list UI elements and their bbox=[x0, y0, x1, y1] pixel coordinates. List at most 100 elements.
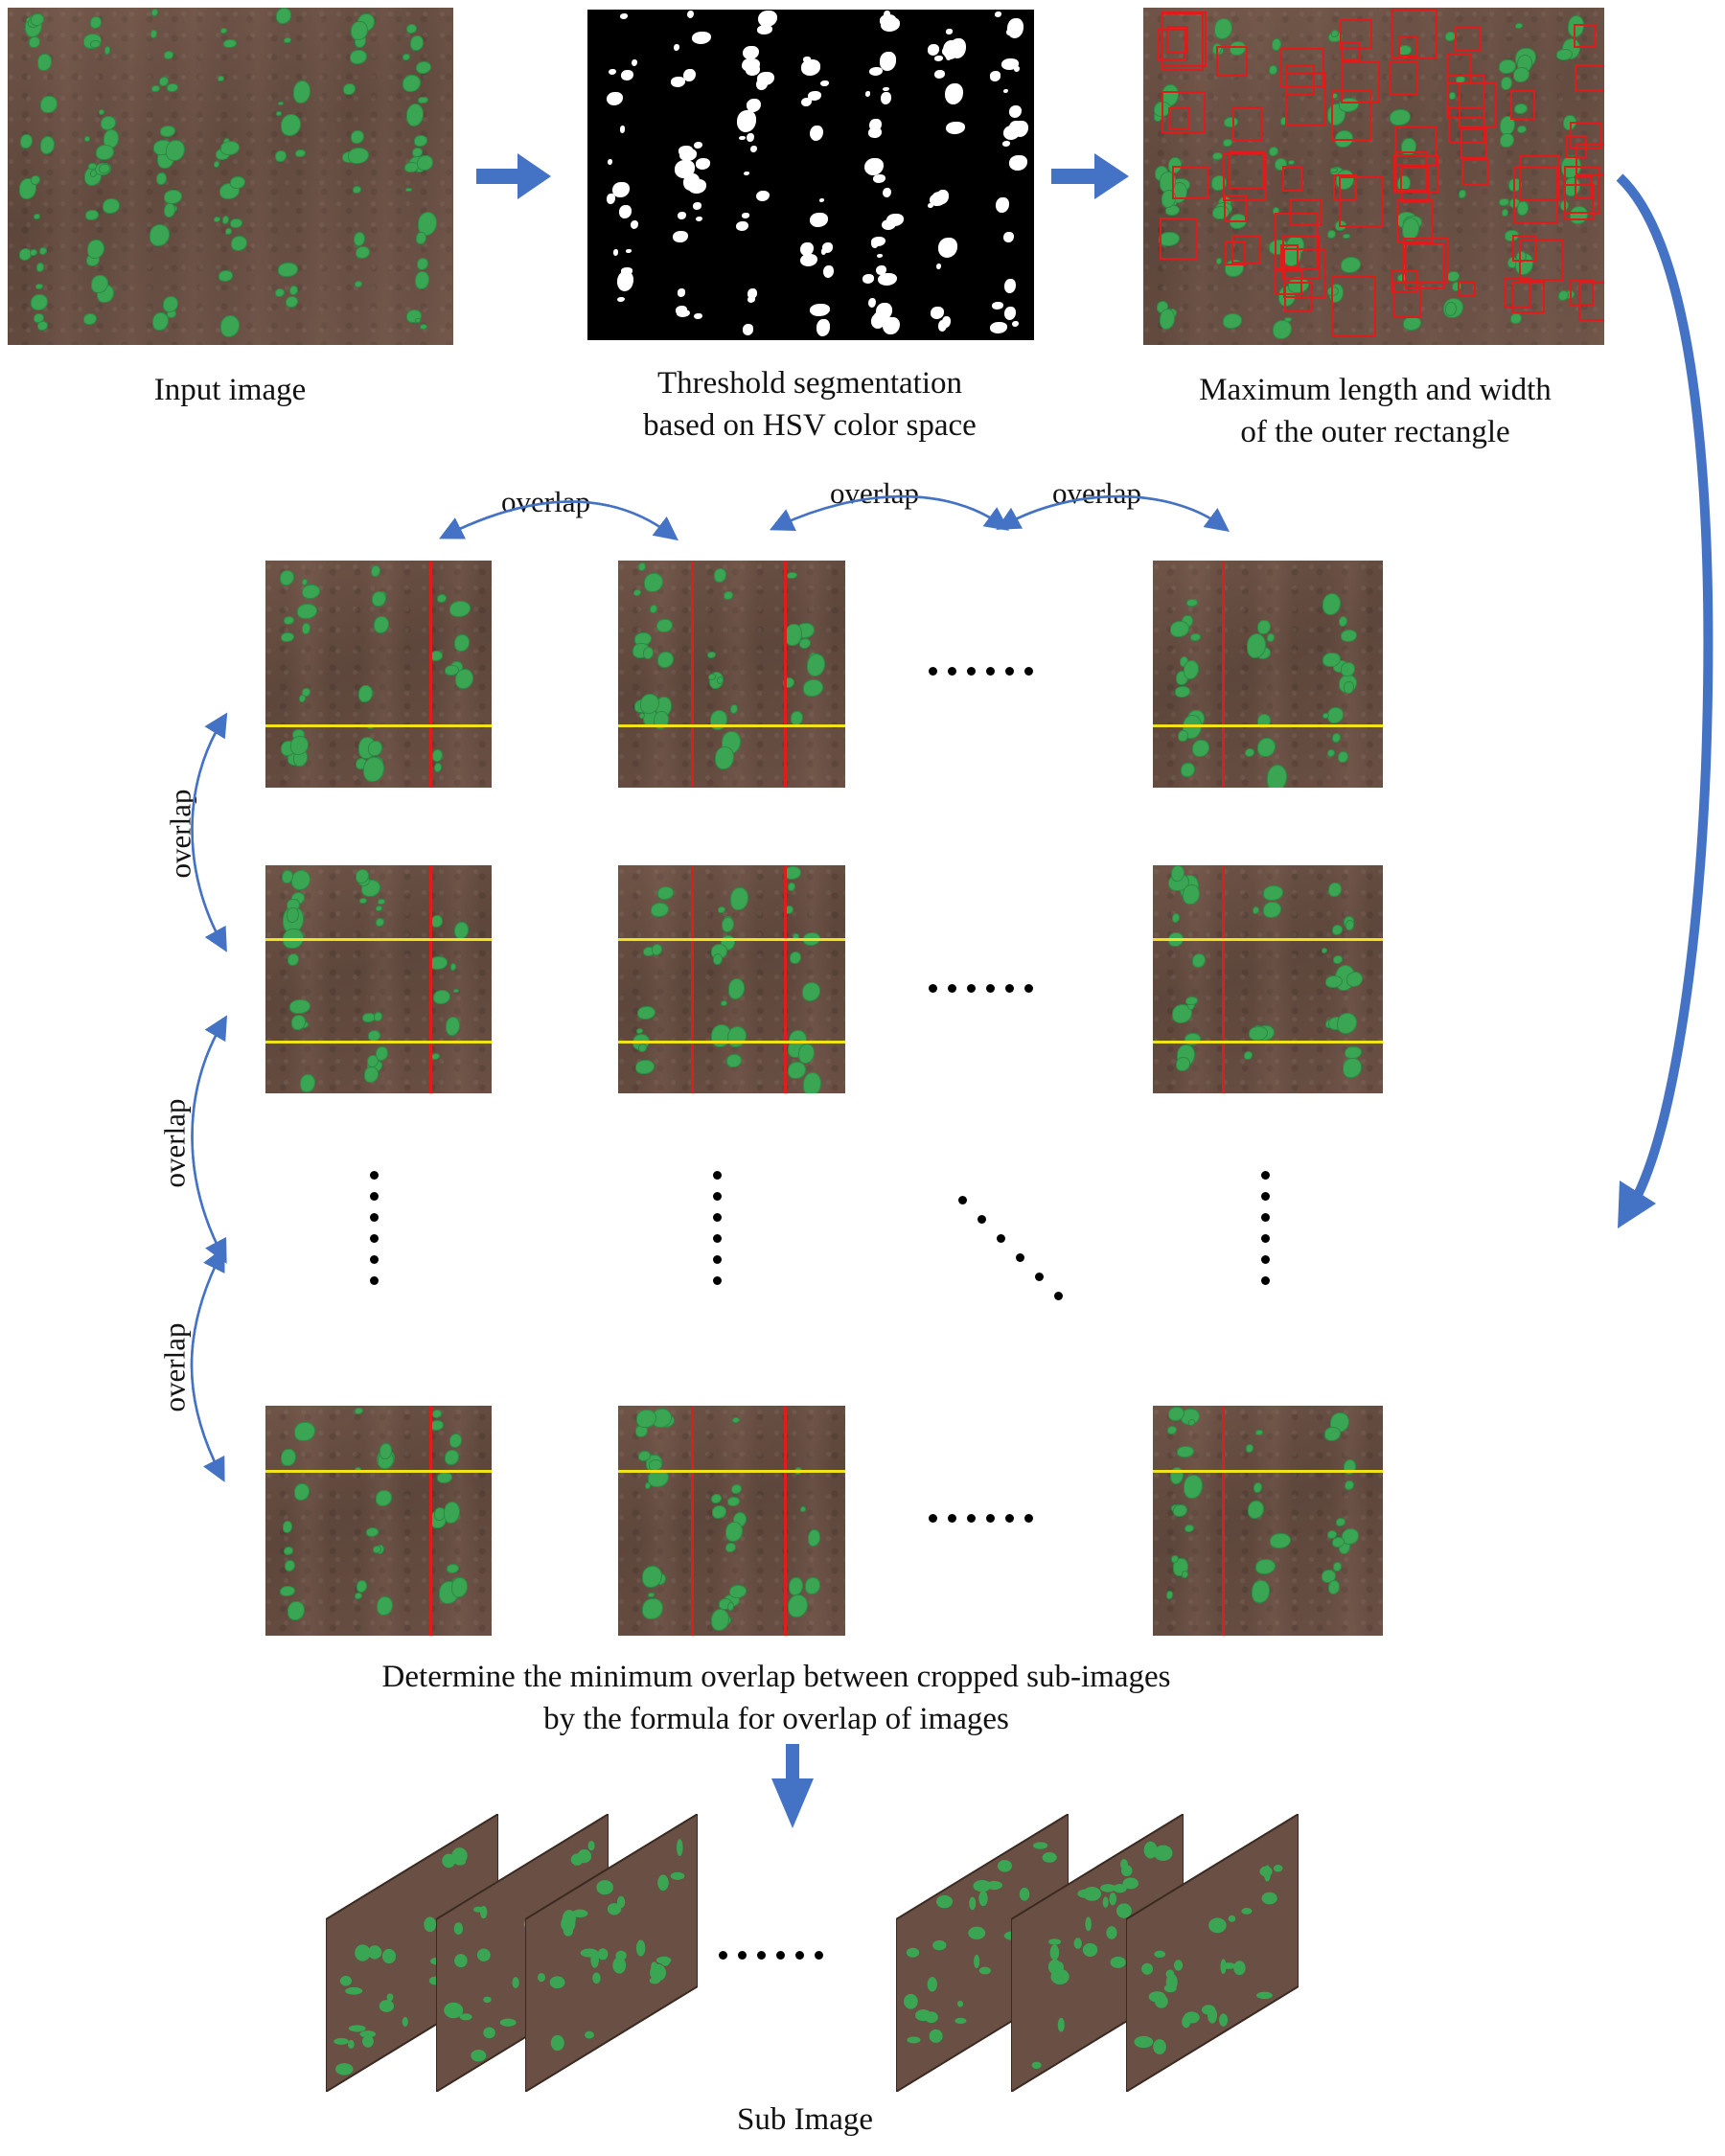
mask-blob bbox=[800, 97, 812, 107]
seedling bbox=[1510, 312, 1523, 325]
bounding-box bbox=[1159, 218, 1199, 260]
ellipsis-dot bbox=[713, 1234, 722, 1243]
crop-line-horizontal bbox=[1153, 938, 1383, 941]
seedling bbox=[275, 149, 287, 162]
bounding-box-caption-line2: of the outer rectangle bbox=[1240, 415, 1510, 449]
seedling bbox=[365, 1527, 380, 1537]
seedling bbox=[1562, 114, 1576, 131]
seedling bbox=[1345, 1045, 1362, 1059]
ellipsis-dot bbox=[929, 1514, 937, 1523]
seedling bbox=[1185, 996, 1198, 1006]
seedling bbox=[729, 1585, 748, 1599]
input-image-caption: Input image bbox=[153, 373, 307, 407]
seedling bbox=[1332, 1537, 1346, 1548]
seedling bbox=[1181, 614, 1193, 629]
seedling bbox=[797, 1044, 816, 1064]
seedling bbox=[288, 285, 298, 296]
seedling bbox=[283, 1521, 293, 1533]
input-image bbox=[8, 8, 453, 345]
mask-blob bbox=[682, 172, 701, 191]
seedling bbox=[726, 1053, 743, 1068]
mask-blob bbox=[608, 68, 616, 76]
seedling bbox=[223, 39, 237, 49]
seedling bbox=[219, 315, 241, 337]
seedling bbox=[1338, 615, 1347, 628]
mask-blob bbox=[996, 197, 1009, 214]
curved-arrow-icon bbox=[1616, 173, 1714, 1228]
seedling bbox=[1253, 1481, 1262, 1494]
seedling bbox=[414, 271, 429, 290]
seedling bbox=[1175, 686, 1191, 698]
bounding-box bbox=[1569, 122, 1601, 149]
seedling bbox=[1268, 65, 1277, 76]
seedling bbox=[791, 711, 803, 726]
seedling bbox=[1322, 652, 1341, 668]
mask-blob bbox=[883, 316, 900, 335]
mask-blob bbox=[619, 12, 629, 19]
seedling bbox=[359, 898, 368, 904]
bounding-box bbox=[1454, 26, 1481, 53]
seedling bbox=[372, 1546, 382, 1554]
seedling bbox=[1159, 309, 1176, 331]
seedling bbox=[1333, 955, 1344, 965]
overlap-label-top-1: overlap bbox=[501, 485, 590, 518]
seedling bbox=[802, 1072, 821, 1093]
seedling bbox=[1255, 1430, 1263, 1436]
seedling bbox=[1253, 906, 1260, 914]
mask-blob bbox=[621, 267, 633, 275]
mask-blob bbox=[945, 53, 953, 60]
mask-blob bbox=[691, 31, 712, 45]
ellipsis-dot bbox=[1005, 984, 1014, 993]
seedling bbox=[1170, 865, 1184, 883]
seedling bbox=[165, 139, 186, 162]
seedling bbox=[350, 49, 367, 64]
seedling bbox=[724, 591, 733, 601]
mask-blob bbox=[800, 241, 814, 257]
mask-blob bbox=[870, 236, 886, 247]
seedling bbox=[1223, 138, 1232, 148]
seedling bbox=[1556, 49, 1573, 61]
mask-blob bbox=[820, 248, 827, 255]
seedling bbox=[783, 866, 802, 880]
seedling bbox=[275, 8, 292, 24]
seedling bbox=[648, 1469, 669, 1488]
seedling bbox=[292, 728, 305, 740]
mask-blob bbox=[744, 172, 750, 175]
seedling bbox=[415, 231, 426, 245]
seedling bbox=[353, 185, 362, 194]
seedling bbox=[1273, 319, 1293, 339]
ellipsis-dot bbox=[948, 667, 956, 676]
seedling bbox=[1401, 217, 1420, 241]
seedling bbox=[99, 164, 110, 174]
seedling bbox=[1343, 1058, 1363, 1078]
seedling bbox=[221, 215, 230, 224]
crop-line-horizontal bbox=[265, 1041, 492, 1044]
seedling bbox=[718, 1598, 732, 1610]
crop-line-vertical bbox=[1222, 865, 1225, 1093]
right-arrow-icon bbox=[1051, 153, 1129, 199]
mask-blob bbox=[612, 248, 619, 256]
seedling bbox=[166, 310, 176, 319]
ellipsis-dot bbox=[1024, 984, 1033, 993]
seedling bbox=[284, 1547, 294, 1555]
seedling bbox=[785, 624, 802, 646]
seedling bbox=[650, 605, 658, 614]
seedling bbox=[1447, 270, 1460, 283]
seedling bbox=[657, 651, 675, 668]
mask-blob bbox=[819, 80, 829, 86]
mask-blob bbox=[864, 157, 884, 176]
overlap-label-left-1: overlap bbox=[163, 789, 197, 879]
seedling bbox=[280, 569, 295, 585]
seedling bbox=[1346, 919, 1354, 930]
mask-blob bbox=[927, 44, 940, 57]
cropped-tile-r2-c1 bbox=[265, 865, 492, 1093]
seedling bbox=[151, 84, 160, 93]
seedling bbox=[720, 1000, 727, 1007]
seedling bbox=[1183, 883, 1200, 905]
seedling bbox=[1268, 146, 1279, 156]
seedling bbox=[732, 1417, 741, 1424]
mask-blob bbox=[876, 264, 886, 276]
seedling bbox=[355, 1466, 362, 1473]
seedling bbox=[410, 34, 424, 51]
crop-line-vertical bbox=[1222, 561, 1225, 788]
